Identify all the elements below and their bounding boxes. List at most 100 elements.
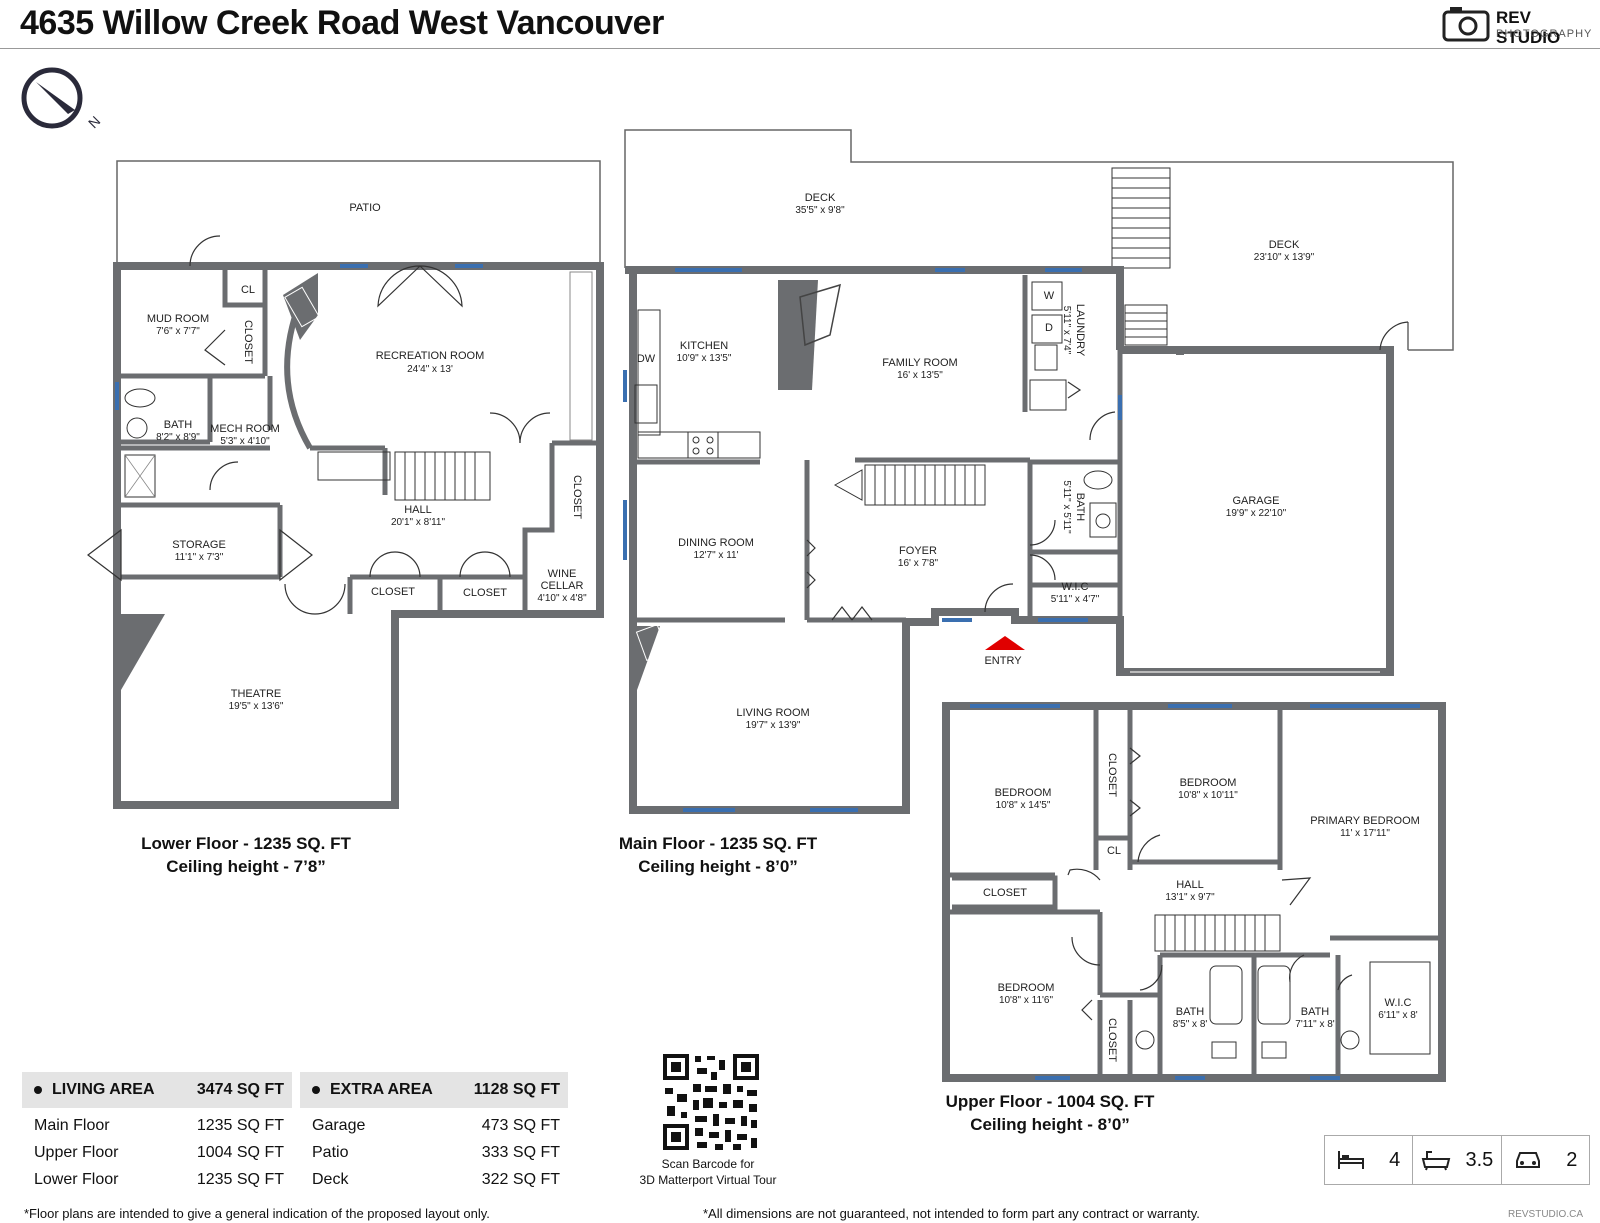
row-value: 1235 SQ FT: [196, 1171, 284, 1188]
room-dim-mech: 5'3" x 4'10": [220, 436, 270, 447]
room-dim-wine-cellar: 4'10" x 4'8": [537, 593, 587, 604]
room-dim-foyer: 16' x 7'8": [898, 558, 939, 569]
compass-north-label: N: [85, 113, 103, 131]
appliance-label-dw: DW: [637, 353, 656, 365]
row-name: Lower Floor: [34, 1171, 119, 1188]
bullet-icon: [312, 1085, 320, 1094]
room-label-lower-bath: BATH: [164, 419, 193, 431]
room-dim-dining: 12'7" x 11': [694, 550, 739, 561]
camera-icon: [1442, 7, 1490, 42]
row-value: 1235 SQ FT: [196, 1117, 284, 1134]
room-dim-family: 16' x 13'5": [897, 370, 943, 381]
room-label-closet-h: CLOSET: [983, 887, 1027, 899]
bathtub-icon: [1421, 1151, 1450, 1171]
qr-caption-line-1: Scan Barcode for: [661, 1157, 755, 1171]
extra-area-label: EXTRA AREA: [330, 1081, 433, 1098]
room-label-primary-bedroom: PRIMARY BEDROOM: [1310, 815, 1420, 827]
appliance-label-dryer: D: [1045, 322, 1053, 334]
upper-floor-caption: Upper Floor - 1004 SQ. FT Ceiling height…: [900, 1090, 1200, 1136]
room-label-closet-v1: CLOSET: [1106, 753, 1118, 797]
car-icon: [1516, 1152, 1541, 1168]
room-dim-lower-hall: 20'1" x 8'11": [391, 517, 446, 528]
room-dim-upper-wic: 6'11" x 8': [1378, 1010, 1418, 1021]
qr-caption-line-2: 3D Matterport Virtual Tour: [639, 1173, 777, 1187]
room-dim-primary-bedroom: 11' x 17'11": [1340, 828, 1390, 839]
header-divider: [0, 48, 1600, 49]
upper-floor-area: Upper Floor - 1004 SQ. FT: [945, 1092, 1155, 1111]
parking-count: 2: [1566, 1148, 1578, 1171]
room-label-theatre: THEATRE: [231, 688, 282, 700]
room-dim-lower-bath: 8'2" x 8'9": [156, 432, 200, 443]
room-label-upper-wic: W.I.C: [1385, 997, 1412, 1009]
lower-wall-corner: [121, 614, 165, 690]
room-label-patio: PATIO: [349, 202, 381, 214]
room-label-lower-hall: HALL: [404, 504, 432, 516]
row-value: 333 SQ FT: [481, 1144, 560, 1161]
footer-website: REVSTUDIO.CA: [1508, 1209, 1584, 1220]
row-name: Main Floor: [34, 1117, 110, 1134]
lower-floor-ceiling: Ceiling height - 7’8”: [166, 857, 326, 876]
room-dim-recreation: 24'4" x 13': [407, 364, 453, 375]
brand-subtitle: PHOTOGRAPHY: [1496, 28, 1593, 40]
brand-name: REV STUDIO: [1496, 8, 1561, 47]
room-label-deck: DECK: [805, 192, 836, 204]
extra-area-total: 1128 SQ FT: [473, 1081, 560, 1098]
room-dim-garage: 19'9" x 22'10": [1226, 508, 1287, 519]
table-row: Lower Floor 1235 SQ FT: [22, 1166, 292, 1193]
room-label-living: LIVING ROOM: [736, 707, 809, 719]
room-label-deck-2: DECK: [1269, 239, 1300, 251]
room-dim-theatre: 19'5" x 13'6": [229, 701, 284, 712]
main-floor-plan: DECK 35'5" x 9'8" DECK 23'10" x 13'9" KI…: [623, 129, 1454, 814]
row-name: Deck: [312, 1171, 349, 1188]
upper-floor-ceiling: Ceiling height - 8’0”: [970, 1115, 1130, 1134]
stat-baths: 3.5: [1413, 1136, 1502, 1184]
room-dim-upper-hall: 13'1" x 9'7": [1165, 892, 1215, 903]
room-label-dining: DINING ROOM: [678, 537, 754, 549]
deck-outline: [624, 129, 1454, 351]
room-dim-upper-bath-1: 8'5" x 8': [1173, 1019, 1208, 1030]
room-dim-laundry: 5'11" x 7'4": [1061, 306, 1072, 355]
lower-floor-area: Lower Floor - 1235 SQ. FT: [141, 834, 351, 853]
baths-count: 3.5: [1465, 1148, 1494, 1171]
room-label-closet-mud: CLOSET: [242, 320, 254, 364]
page-title: 4635 Willow Creek Road West Vancouver: [20, 4, 664, 42]
room-dim-main-bath: 5'11" x 5'11": [1061, 480, 1072, 534]
room-dim-upper-bath-2: 7'11" x 8': [1295, 1019, 1335, 1030]
living-area-header: LIVING AREA 3474 SQ FT: [22, 1072, 292, 1108]
room-label-foyer: FOYER: [899, 545, 937, 557]
stat-parking: 2: [1502, 1136, 1589, 1184]
entry-marker-icon: [985, 636, 1025, 650]
main-floor-ceiling: Ceiling height - 8’0”: [638, 857, 798, 876]
room-label-closet-b: CLOSET: [463, 587, 507, 599]
room-label-kitchen: KITCHEN: [680, 340, 728, 352]
brand-logo: REV STUDIO PHOTOGRAPHY: [1442, 6, 1593, 47]
bed-icon: [1338, 1151, 1365, 1169]
room-label-main-wic: W.I.C: [1062, 581, 1089, 593]
room-label-family: FAMILY ROOM: [882, 357, 957, 369]
entry-label: ENTRY: [984, 655, 1022, 667]
lower-floor-caption: Lower Floor - 1235 SQ. FT Ceiling height…: [96, 832, 396, 878]
main-floor-caption: Main Floor - 1235 SQ. FT Ceiling height …: [568, 832, 868, 878]
main-floor-area: Main Floor - 1235 SQ. FT: [618, 834, 818, 853]
room-label-closet-a: CLOSET: [371, 586, 415, 598]
room-dim-deck: 35'5" x 9'8": [795, 205, 845, 216]
living-area-label: LIVING AREA: [52, 1081, 155, 1098]
room-dim-storage: 11'1" x 7'3": [175, 552, 224, 563]
property-stats: 4 3.5 2: [1324, 1135, 1590, 1185]
living-area-table: LIVING AREA 3474 SQ FT Main Floor 1235 SQ…: [22, 1072, 292, 1193]
bullet-icon: [34, 1085, 42, 1094]
room-dim-kitchen: 10'9" x 13'5": [677, 353, 732, 364]
room-label-closet-v2: CLOSET: [1106, 1018, 1118, 1062]
room-dim-living: 19'7" x 13'9": [746, 720, 801, 731]
room-label-upper-hall: HALL: [1176, 879, 1204, 891]
room-label-cellar: CELLAR: [541, 580, 584, 592]
room-label-main-bath: BATH: [1074, 493, 1086, 522]
compass: N: [21, 67, 103, 131]
room-label-upper-bath-2: BATH: [1301, 1006, 1330, 1018]
room-dim-bedroom-2: 10'8" x 10'11": [1178, 790, 1238, 801]
beds-count: 4: [1389, 1148, 1401, 1171]
row-value: 473 SQ FT: [481, 1117, 560, 1134]
